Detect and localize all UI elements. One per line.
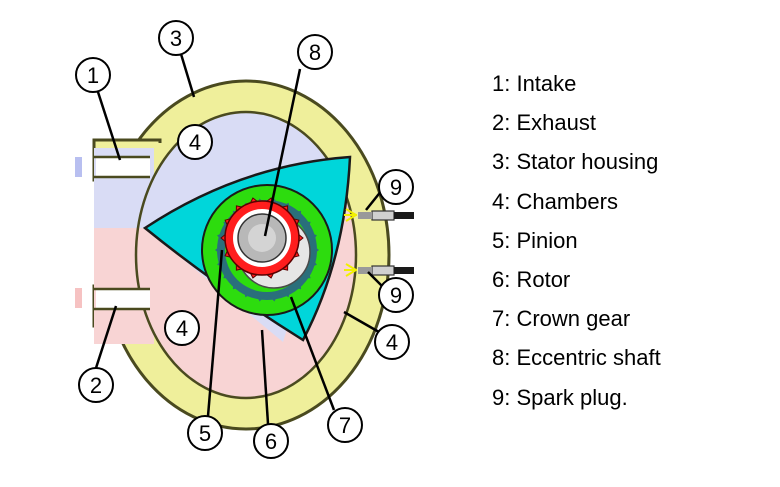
callout-4-intake-chamber: 4 [177, 124, 213, 160]
chamber-outline [134, 110, 358, 400]
svg-text:4: 4 [386, 330, 398, 355]
legend-item-intake: 1: Intake [492, 71, 577, 96]
svg-text:7: 7 [339, 413, 351, 438]
legend-item-pinion: 5: Pinion [492, 227, 578, 253]
legend-item-eccentric-shaft: 8: Eccentric shaft [492, 345, 661, 371]
callout-2: 2 [78, 367, 114, 403]
svg-text:4: 4 [189, 130, 201, 155]
spark-plug-top [344, 208, 414, 222]
legend-item-crown-gear: 7: Crown gear [492, 306, 631, 332]
svg-text:2: 2 [90, 373, 102, 398]
callout-9-bottom: 9 [378, 277, 414, 313]
legend-item-exhaust: 2: Exhaust [492, 110, 596, 136]
svg-text:9: 9 [390, 175, 402, 200]
callout-5: 5 [187, 415, 223, 451]
callout-9-top: 9 [378, 169, 414, 205]
eccentric-shaft [237, 213, 287, 263]
legend-item-chambers: 4: Chambers [492, 188, 618, 214]
callout-4-exhaust-chamber: 4 [164, 310, 200, 346]
legend-item-spark-plug: 9: Spark plug. [492, 384, 628, 410]
callout-1: 1 [75, 57, 111, 93]
svg-text:5: 5 [199, 421, 211, 446]
callout-4-right-chamber: 4 [374, 324, 410, 360]
legend: 1: Intake 2: Exhaust 3: Stator housing 4… [492, 68, 661, 421]
callout-3: 3 [158, 20, 194, 56]
callout-6: 6 [253, 423, 289, 459]
svg-text:9: 9 [390, 283, 402, 308]
spark-plug-bottom [344, 263, 414, 277]
intake-port [96, 157, 150, 177]
leader-lines [94, 53, 386, 425]
svg-text:4: 4 [176, 316, 188, 341]
callout-8: 8 [297, 34, 333, 70]
callout-7: 7 [327, 407, 363, 443]
svg-text:1: 1 [87, 63, 99, 88]
exhaust-port [96, 289, 150, 309]
svg-text:3: 3 [170, 26, 182, 51]
svg-text:6: 6 [265, 429, 277, 454]
legend-item-rotor: 6: Rotor [492, 266, 571, 292]
legend-item-stator-housing: 3: Stator housing [492, 149, 659, 175]
svg-text:8: 8 [309, 40, 321, 65]
